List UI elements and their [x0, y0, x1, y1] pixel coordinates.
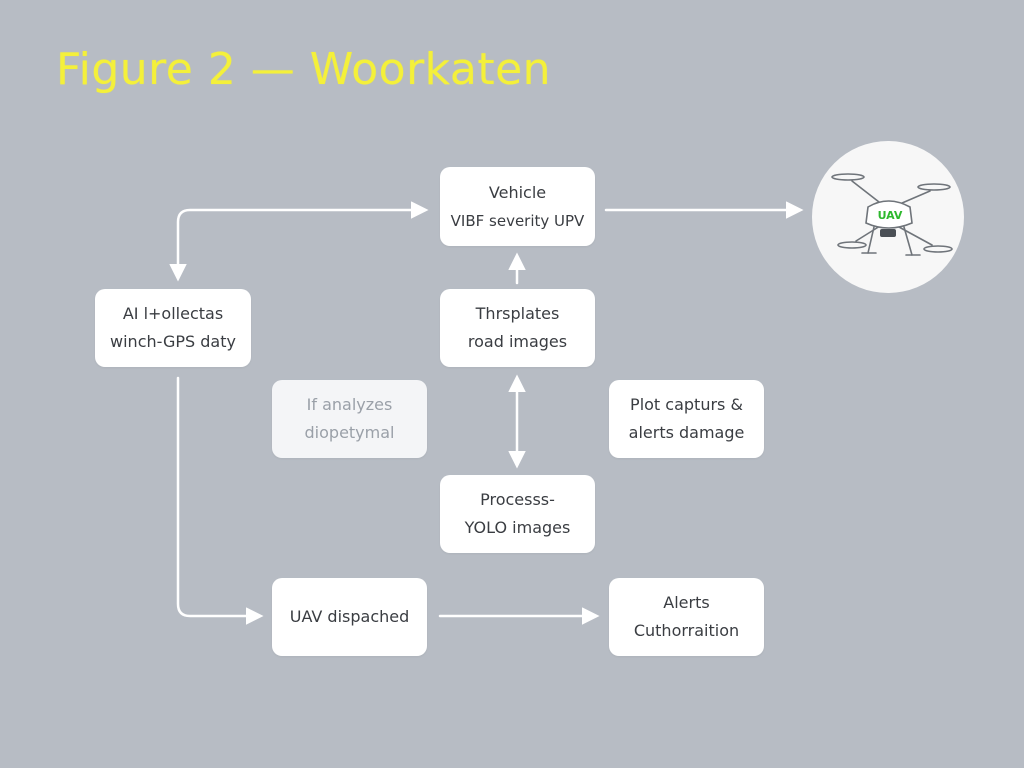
node-plot-captures-line2: alerts damage — [628, 423, 745, 442]
drone-badge: UAV — [812, 141, 964, 293]
arrow-ai-to-vehicle — [169, 201, 429, 282]
node-ai-collects-line1: AI l+ollectas — [122, 304, 224, 323]
node-vehicle: Vehicle VIBF severity UPV — [440, 167, 595, 246]
node-vehicle-line1: Vehicle — [488, 182, 547, 202]
node-transplates-line2: road images — [467, 332, 568, 351]
drone-label: UAV — [878, 209, 903, 222]
node-process-line1: Processs- — [480, 490, 555, 509]
node-process: Processs- YOLO images — [440, 475, 595, 553]
node-plot-captures-line1: Plot capturs & — [630, 395, 743, 414]
node-alerts-line2: Cuthorraition — [633, 621, 740, 640]
node-transplates-line1: Thrsplates — [475, 304, 560, 323]
node-analyzes-line2: diopetymal — [304, 423, 395, 442]
node-uav-dispatched: UAV dispached — [272, 578, 427, 656]
node-plot-captures: Plot capturs & alerts damage — [609, 380, 764, 458]
node-alerts-line1: Alerts — [663, 593, 710, 612]
node-analyzes: If analyzes diopetymal — [272, 380, 427, 458]
node-analyzes-line1: If analyzes — [306, 395, 393, 414]
arrow-ai-to-uav — [176, 376, 264, 625]
node-ai-collects-line2: winch-GPS daty — [110, 332, 236, 351]
node-transplates: Thrsplates road images — [440, 289, 595, 367]
node-process-line2: YOLO images — [464, 518, 571, 537]
node-alerts: Alerts Cuthorraition — [609, 578, 764, 656]
node-uav-dispatched-line1: UAV dispached — [289, 607, 410, 626]
figure-title: Figure 2 — Woorkaten — [56, 44, 552, 95]
node-ai-collects: AI l+ollectas winch-GPS daty — [95, 289, 251, 367]
drone-icon: UAV — [831, 173, 953, 256]
node-vehicle-line2: VIBF severity UPV — [450, 211, 585, 230]
